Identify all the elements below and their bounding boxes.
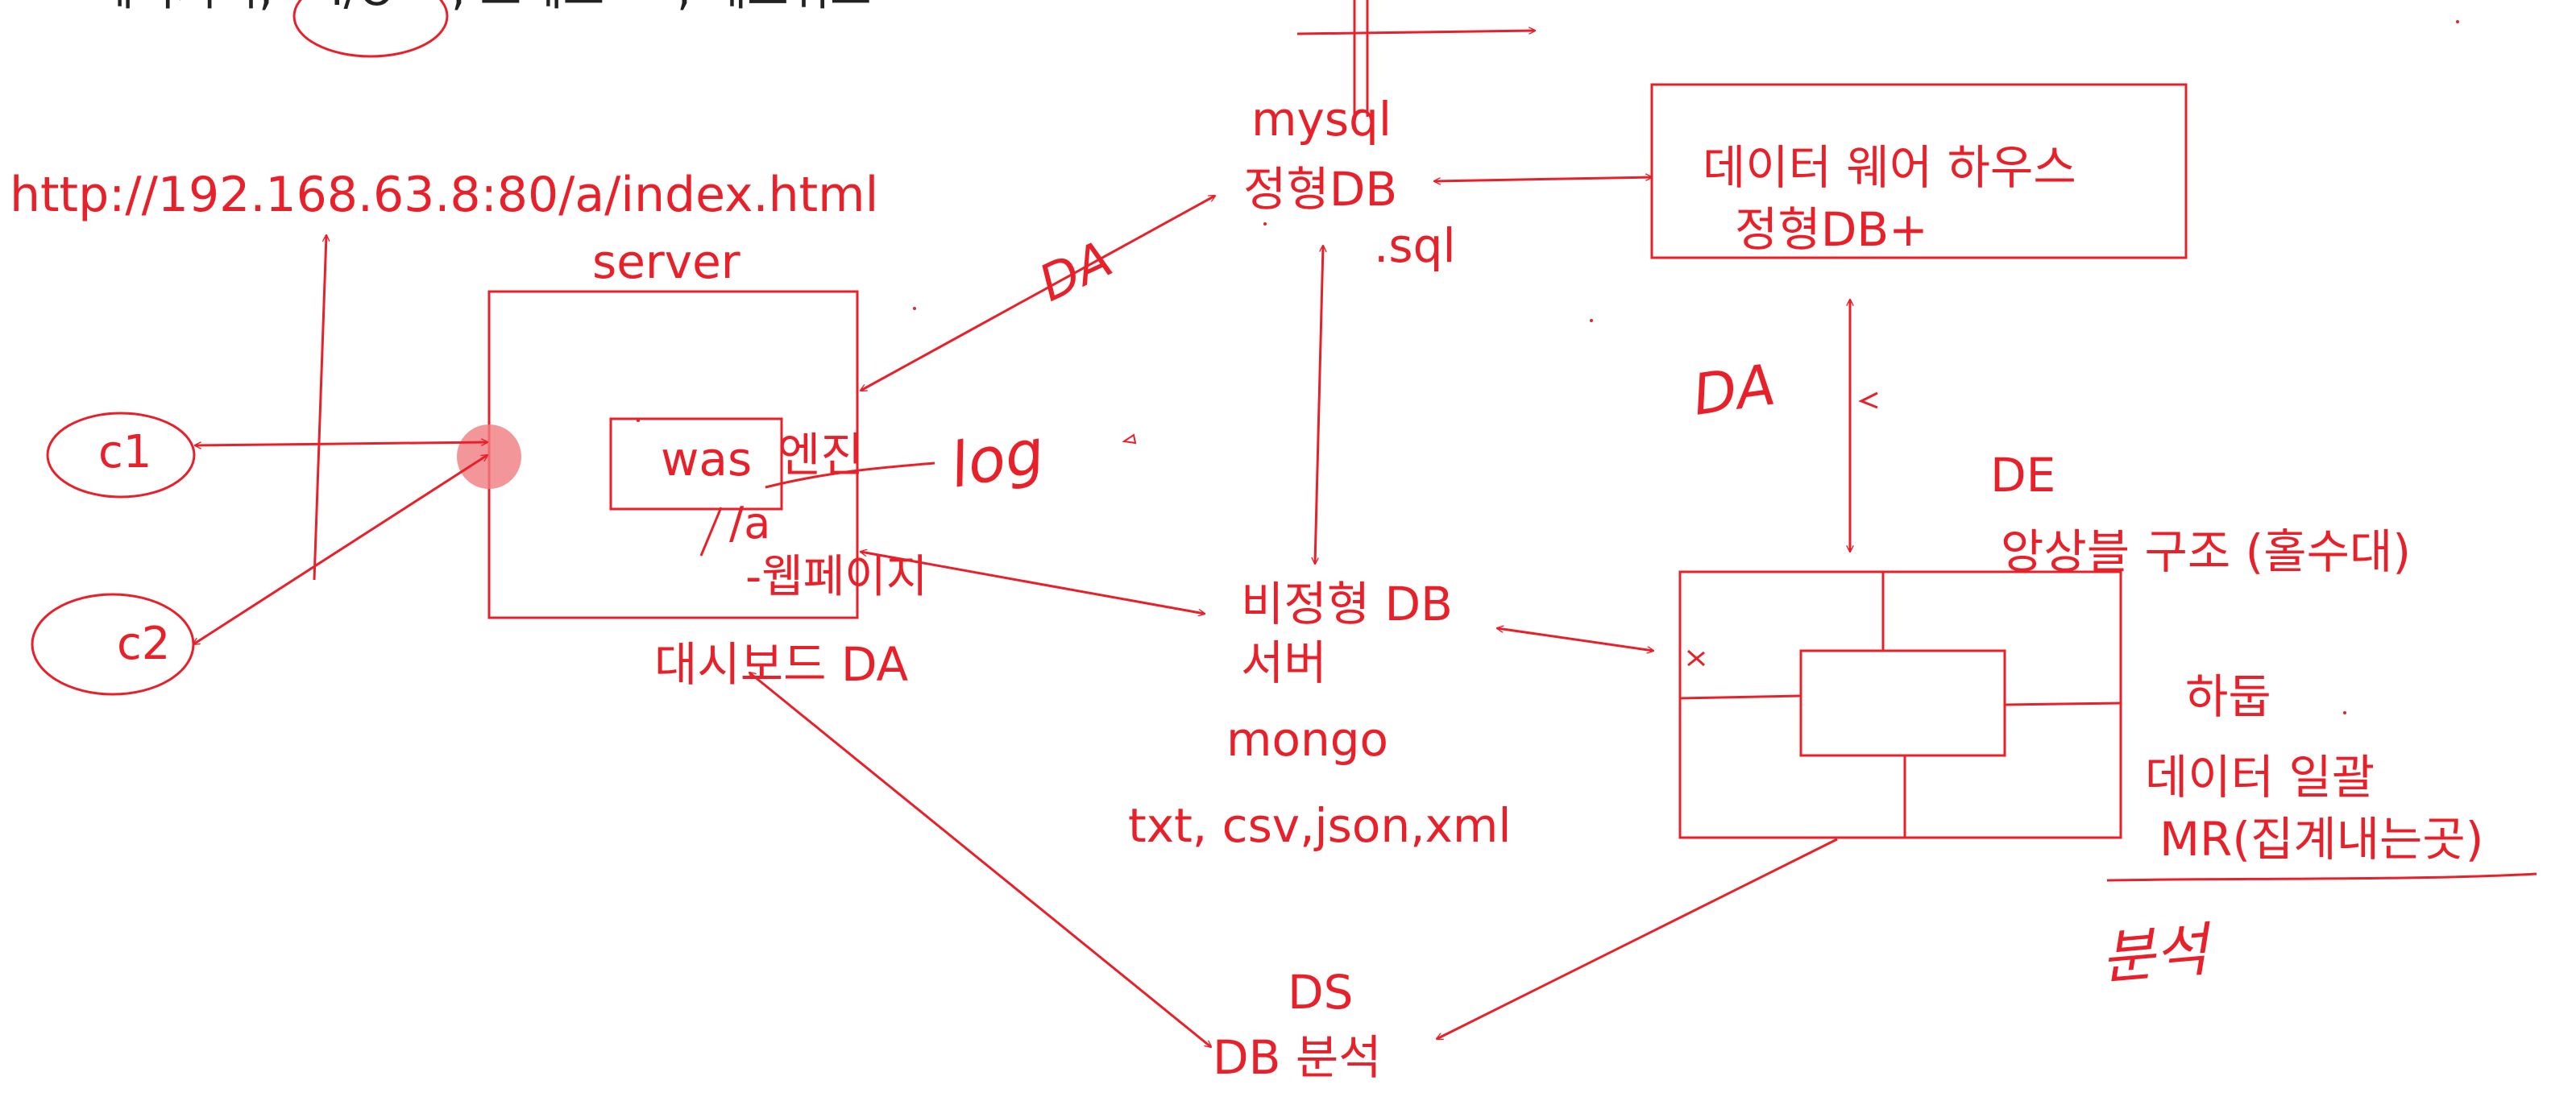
- batch-label: 데이터 일괄: [2145, 750, 2375, 805]
- mr-underline: [2106, 872, 2537, 882]
- stray-dot-5: [1263, 222, 1267, 226]
- warehouse-box: [1650, 83, 2188, 259]
- arrow-to-url: [313, 235, 326, 581]
- top-text-exception: 예외처리,: [93, 0, 273, 16]
- stray-dot-6: [637, 419, 640, 422]
- cluster-line-right: [2004, 702, 2122, 706]
- client-c1-label: c1: [98, 426, 151, 478]
- da-handwriting-right: DA: [1689, 351, 1779, 428]
- hadoop-master-box: [1799, 649, 2006, 757]
- stray-mark: [1122, 433, 1137, 445]
- top-text-io: I/O: [330, 0, 394, 16]
- stray-dot-4: [2343, 711, 2346, 714]
- stray-dot-3: [2456, 20, 2459, 23]
- mysql-ext: .sql: [1374, 218, 1456, 273]
- mr-label: MR(집계내는곳): [2159, 812, 2483, 867]
- log-underline: [765, 462, 935, 489]
- da-handwriting-left: DA: [1030, 229, 1121, 313]
- arrow-mysql-warehouse: [1434, 177, 1652, 181]
- arrow-dashboard-ds: [749, 673, 1211, 1047]
- cluster-line-left: [1679, 694, 1802, 700]
- small-arrowhead-mark: [1858, 391, 1878, 409]
- nosql-server: 서버: [1241, 635, 1327, 690]
- ds-analysis-label: DB 분석: [1213, 1030, 1382, 1085]
- arrow-c2-server: [193, 455, 487, 644]
- arrow-c1-server: [195, 442, 487, 445]
- path-slash: [699, 507, 723, 557]
- was-label: was: [661, 432, 752, 486]
- dashboard-label: 대시보드 DA: [654, 637, 909, 692]
- arrow-hadoop-ds: [1437, 838, 1838, 1041]
- arrow-server-nosql: [861, 552, 1205, 614]
- top-text-network: , 네트워크: [677, 0, 872, 16]
- warehouse-subtitle: 정형DB+: [1735, 202, 1928, 257]
- formats-label: txt, csv,json,xml: [1128, 798, 1512, 853]
- nosql-title: 비정형 DB: [1241, 577, 1453, 631]
- connection-point-marker: [457, 424, 521, 489]
- engine-label: 엔진: [778, 428, 864, 482]
- log-handwriting: log: [945, 415, 1050, 502]
- io-circle: [292, 0, 449, 58]
- mongo-label: mongo: [1226, 712, 1388, 767]
- arrow-mysql-nosql: [1315, 246, 1323, 564]
- analysis-handwriting: 분석: [2098, 915, 2216, 992]
- ensemble-label: 앙상블 구조 (홀수대): [2001, 524, 2411, 579]
- stray-dot-1: [913, 307, 916, 310]
- ds-label: DS: [1288, 965, 1353, 1020]
- arrow-nosql-hadoop: [1497, 628, 1653, 651]
- mysql-type: 정형DB: [1243, 162, 1397, 217]
- de-label: DE: [1990, 448, 2055, 503]
- hadoop-cluster-box: [1678, 570, 2122, 839]
- top-arrow: [1296, 31, 1535, 35]
- was-box: [609, 417, 783, 511]
- arrow-server-mysql: [861, 194, 1215, 392]
- path-label: /a: [729, 498, 770, 548]
- warehouse-title: 데이터 웨어 하우스: [1703, 140, 2076, 195]
- stray-dot-2: [1590, 319, 1593, 322]
- top-text-thread: , 스레드: [451, 0, 604, 16]
- hadoop-label: 하둡: [2185, 669, 2271, 724]
- client-c2-label: c2: [117, 618, 170, 670]
- url-label: http://192.168.63.8:80/a/index.html: [10, 167, 878, 223]
- server-label: server: [592, 234, 740, 289]
- mysql-label: mysql: [1251, 92, 1392, 147]
- cluster-star-mark: [1686, 649, 1706, 667]
